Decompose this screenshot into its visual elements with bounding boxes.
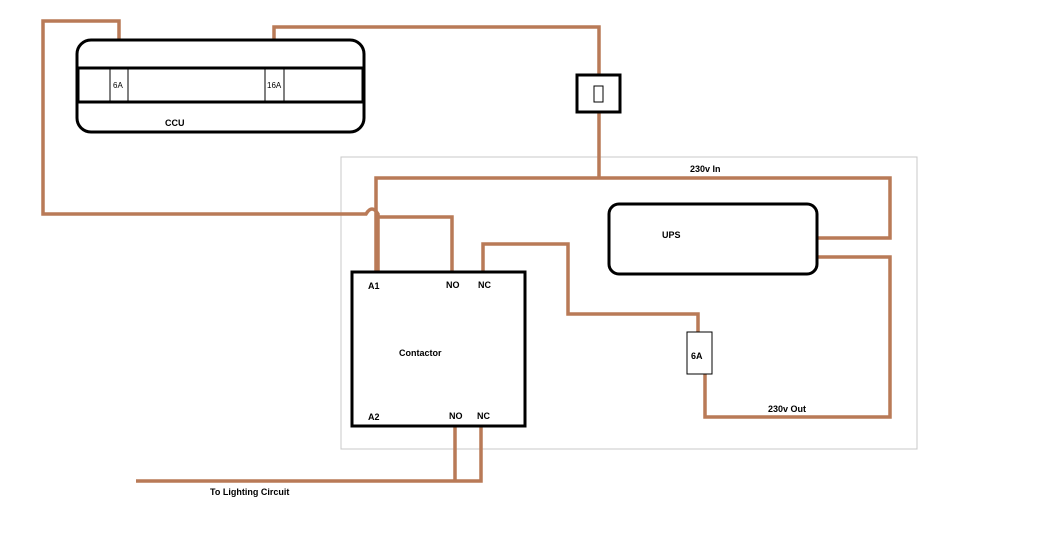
contactor-body (350, 270, 527, 428)
fuse-body (686, 331, 713, 375)
terminal-nc-bottom-label: NC (477, 411, 490, 421)
supply-in-label: 230v In (690, 164, 721, 174)
supply-out-label: 230v Out (768, 404, 806, 414)
switch-toggle (593, 85, 604, 103)
breaker-6a-label: 6A (113, 81, 123, 90)
breaker-16a-label: 16A (267, 81, 282, 90)
ccu-unit: 6A 16A CCU (75, 38, 366, 134)
fuse-6a: 6A (686, 331, 713, 375)
breaker-6a (109, 68, 129, 102)
isolator-switch (575, 73, 622, 114)
wire-bus-to-no-top (376, 215, 454, 272)
terminal-no-bottom-label: NO (449, 411, 463, 421)
terminal-a1-label: A1 (368, 281, 380, 291)
ups-unit: UPS (607, 202, 819, 276)
wire-fuse-to-230v-out (703, 255, 892, 419)
ups-label: UPS (662, 230, 681, 240)
contactor-unit: A1 NO NC Contactor A2 NO NC (350, 270, 527, 428)
terminal-no-top-label: NO (446, 280, 460, 290)
ccu-label: CCU (165, 118, 185, 128)
wire-nc-top-to-fuse (481, 242, 700, 332)
enclosure-outline (340, 156, 918, 450)
lighting-circuit-label: To Lighting Circuit (210, 487, 289, 497)
ups-body (607, 202, 819, 276)
breaker-16a (264, 68, 285, 102)
wire-230v-in-bus (374, 176, 892, 272)
terminal-a2-label: A2 (368, 412, 380, 422)
contactor-label: Contactor (399, 348, 442, 358)
fuse-6a-label: 6A (691, 351, 703, 361)
terminal-nc-top-label: NC (478, 280, 491, 290)
wire-to-lighting (136, 427, 483, 483)
